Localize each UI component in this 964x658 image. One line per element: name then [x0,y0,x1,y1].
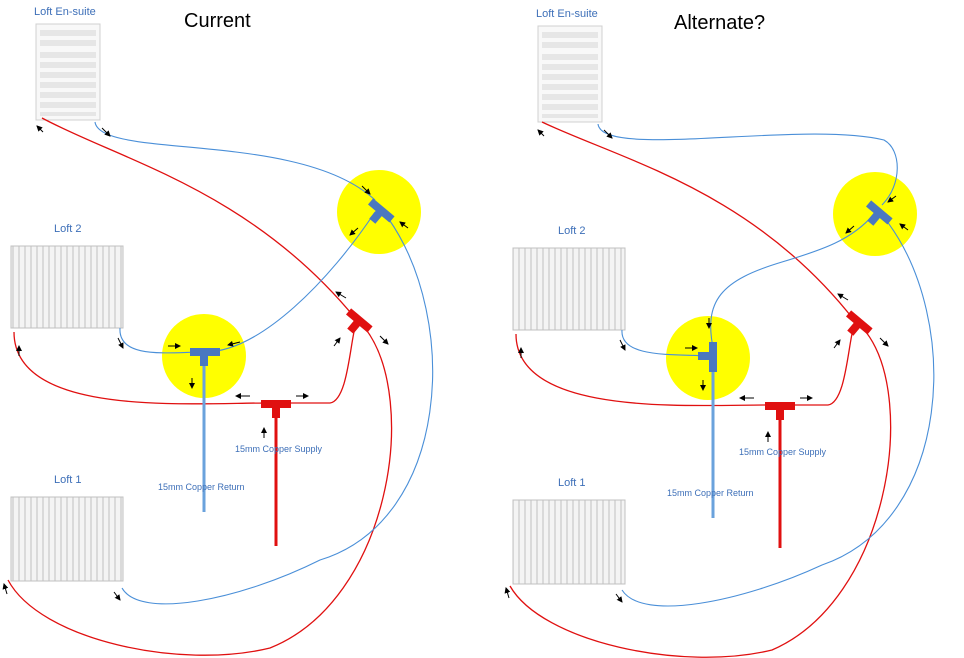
label-copper-return: 15mm Copper Return [667,488,754,498]
tee-red-upper [345,308,373,334]
return-pipe-loft2 [621,329,709,357]
flow-pipe-loft1 [509,331,892,658]
flow-pipe-ensuite [41,117,356,319]
tee-red-supply [765,402,795,420]
label-loft2: Loft 2 [54,223,82,235]
panel-current: Current Loft En-suite Loft 2 Loft 1 15mm… [2,6,434,656]
flow-pipe-loft2 [13,319,359,405]
panel-title: Alternate? [674,12,766,34]
flow-pipe-ensuite [541,121,855,321]
label-ensuite: Loft En-suite [536,8,598,20]
radiator-loft1 [10,496,124,582]
return-pipe-loft1 [621,219,935,607]
flow-pipe-loft1 [7,327,393,656]
diagram-current [2,23,434,656]
flow-pipe-loft2 [515,321,857,407]
diagram-alternate [504,25,935,658]
tee-red-upper [845,310,873,336]
label-copper-supply: 15mm Copper Supply [235,444,323,454]
label-loft1: Loft 1 [54,474,82,486]
radiator-loft1 [512,499,626,585]
return-pipe-ensuite [597,123,898,206]
tee-red-supply [261,400,291,418]
panel-alternate: Alternate? Loft En-suite Loft 2 Loft 1 1… [482,0,964,658]
tee-blue-lower [698,342,717,372]
flow-arrows [2,125,409,601]
tee-blue-upper [865,200,893,226]
return-pipe-loft2 [119,211,376,354]
label-copper-return: 15mm Copper Return [158,482,245,492]
tee-blue-lower [190,348,220,366]
label-ensuite: Loft En-suite [34,6,96,18]
label-copper-supply: 15mm Copper Supply [739,447,827,457]
tee-blue-upper [367,198,395,224]
return-pipe-alternate [710,213,875,353]
radiator-loft2 [512,247,626,331]
panel-title: Current [184,10,251,32]
towel-radiator-ensuite [35,23,101,121]
towel-radiator-ensuite [537,25,603,123]
label-loft1: Loft 1 [558,477,586,489]
flow-arrows [504,129,909,603]
return-pipe-loft1 [121,217,434,605]
label-loft2: Loft 2 [558,225,586,237]
radiator-loft2 [10,245,124,329]
